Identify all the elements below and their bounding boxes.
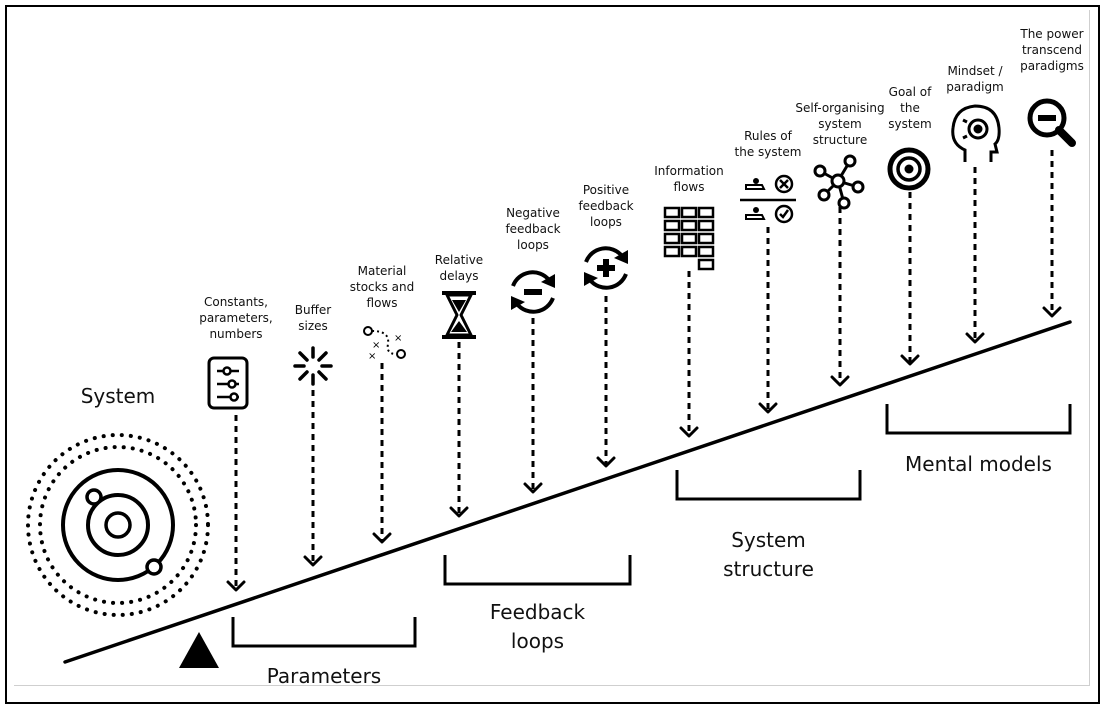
lever-item: Goal of the system [888, 85, 932, 366]
lever-label: Constants, [204, 295, 268, 309]
solar-system-icon [26, 433, 210, 617]
arrowhead [449, 506, 469, 518]
lever-label: feedback [505, 222, 560, 236]
lever-label: the system [735, 145, 802, 159]
inner-border [14, 10, 1090, 686]
target-icon [887, 147, 931, 191]
lever-label: paradigm [946, 80, 1004, 94]
lever-item: Buffer sizes [295, 303, 331, 567]
bracket-shape [885, 404, 1072, 435]
lever-label: Self-organising [795, 101, 884, 115]
lever-label: Goal of [889, 85, 932, 99]
lever-item: Information flows [654, 164, 724, 438]
group-bracket: Mental models [885, 404, 1072, 476]
rules-icon [740, 174, 796, 224]
lever-label: Buffer [295, 303, 331, 317]
lever-item: Relative delays [435, 253, 483, 518]
lever-item: Constants, parameters, numbers [199, 295, 273, 592]
lever-label: stocks and [350, 280, 415, 294]
lever-label: the [900, 101, 920, 115]
lever-label: Positive [583, 183, 629, 197]
arrowhead [758, 402, 778, 414]
lever-item: Mindset / paradigm [946, 64, 1004, 344]
lever-label: Negative [506, 206, 560, 220]
flow-path-icon: × × × [363, 326, 406, 362]
arrowhead [830, 375, 850, 387]
lever-item: Negative feedback loops [505, 206, 561, 494]
arrowhead [303, 555, 323, 567]
lever-label: Material [358, 264, 407, 278]
lever-label: paradigms [1020, 59, 1084, 73]
fulcrum-triangle [179, 632, 219, 668]
lever-label: parameters, [199, 311, 272, 325]
bracket-shape [443, 555, 632, 586]
lever-item: Self-organising system structure [795, 101, 885, 387]
svg-text:×: × [372, 340, 380, 351]
dynamic-layer: Constants,parameters,numbersBuffersizesM… [199, 27, 1084, 688]
lever-label: Mindset / [947, 64, 1003, 78]
arrowhead [523, 482, 543, 494]
lever-label: system [888, 117, 931, 131]
arrowhead [1042, 306, 1062, 318]
group-label: Mental models [905, 452, 1052, 476]
system-label: System [81, 384, 156, 408]
plus-cycle-icon [584, 246, 628, 290]
lever-label: loops [590, 215, 622, 229]
group-label: structure [723, 557, 814, 581]
magnifier-minus-icon [1027, 98, 1076, 147]
lever-label: Rules of [744, 129, 793, 143]
lever-item: Rules of the system [735, 129, 802, 414]
lever-label: flows [367, 296, 398, 310]
sliders-icon [207, 356, 249, 410]
bracket-shape [675, 470, 862, 501]
lever-label: sizes [298, 319, 328, 333]
arrowhead [372, 532, 392, 544]
lever-label: transcend [1022, 43, 1082, 57]
lever-line [63, 320, 1072, 664]
group-label: Parameters [267, 664, 381, 688]
lever-label: Information [654, 164, 723, 178]
frame [5, 5, 1100, 704]
lever-label: loops [517, 238, 549, 252]
lever-item: Material stocks and flows [350, 264, 415, 544]
bracket-shape [231, 617, 417, 648]
lever-label: system [818, 117, 861, 131]
group-label: loops [511, 629, 564, 653]
arrowhead [679, 426, 699, 438]
lever-label: The power [1019, 27, 1083, 41]
head-icon [951, 104, 1001, 162]
lever-label: feedback [578, 199, 633, 213]
lever-label: flows [674, 180, 705, 194]
group-bracket: Parameters [231, 617, 417, 688]
lever-label: Relative [435, 253, 483, 267]
minus-cycle-icon [511, 270, 555, 314]
group-label: Feedback [490, 600, 586, 624]
lever-label: numbers [209, 327, 262, 341]
arrowhead [900, 354, 920, 366]
group-bracket: Feedback loops [443, 555, 632, 653]
lever-item: Positive feedback loops [578, 183, 634, 468]
group-label: System [731, 528, 806, 552]
lever-label: structure [813, 133, 867, 147]
blocks-icon [663, 206, 715, 271]
group-bracket: System structure [675, 470, 862, 581]
arrowhead [965, 332, 985, 344]
svg-text:×: × [368, 351, 376, 362]
burst-icon [293, 346, 333, 386]
network-icon [813, 154, 865, 210]
lever-item: The power transcend paradigms [1019, 27, 1084, 318]
lever-label: delays [439, 269, 478, 283]
svg-text:×: × [394, 333, 402, 344]
arrowhead [226, 580, 246, 592]
arrowhead [596, 456, 616, 468]
hourglass-icon [442, 291, 476, 339]
